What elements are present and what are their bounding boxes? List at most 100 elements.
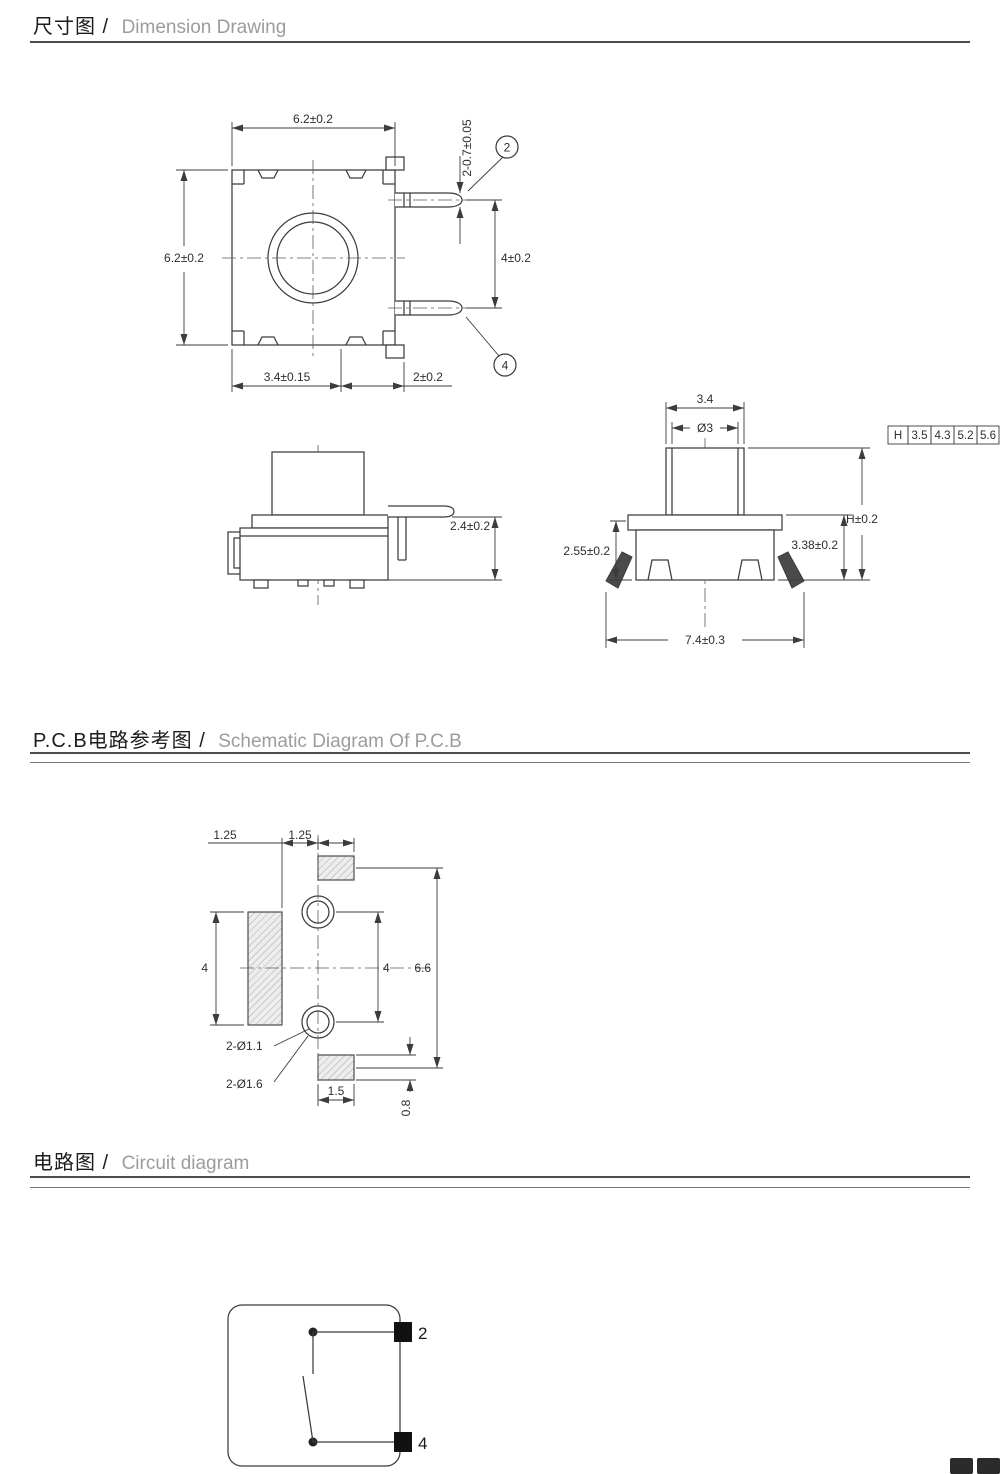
foot-right: [349, 579, 365, 589]
header-circuit-en: Circuit diagram: [121, 1153, 250, 1174]
center-lines: [222, 160, 405, 356]
section-header-dimension: 尺寸图 / Dimension Drawing: [33, 10, 286, 39]
plunger: [271, 451, 365, 516]
divider: [30, 1176, 970, 1178]
h-table: H 3.5 4.3 5.2 5.6: [887, 425, 1000, 445]
callout-4-leader: [465, 316, 500, 357]
pad-left: [247, 911, 283, 1026]
pin-4-bend-lines: [403, 301, 411, 315]
ext-lines-pad-h2: [356, 1054, 416, 1081]
side-clip: [227, 531, 240, 575]
pin-4: [395, 300, 463, 316]
pad-bottom: [317, 1054, 355, 1081]
h-table-value: 4.3: [935, 430, 951, 442]
terminal-2: [394, 1322, 412, 1342]
ext-lines-width: [231, 122, 396, 166]
dim-pin-width-label: 2-0.7±0.05: [460, 119, 474, 177]
dim-pitch-right-label: 1.25: [288, 828, 312, 842]
divider: [30, 41, 970, 43]
header-circuit-zh: 电路图 /: [33, 1152, 110, 1174]
bent-leg-edge: [397, 517, 407, 561]
pin-2: [395, 192, 463, 208]
dim-base-height-label: 2.55±0.2: [563, 544, 610, 558]
ext-lines-pad-height: [210, 911, 244, 1026]
h-table-value: 5.2: [958, 430, 974, 442]
dim-pad-height-label: 4: [201, 961, 208, 975]
dim-body-height-label: 3.38±0.2: [791, 538, 838, 552]
dim-stem-width-label: 3.4: [697, 392, 714, 406]
section-header-pcb: P.C.B电路参考图 / Schematic Diagram Of P.C.B: [33, 724, 462, 753]
divider: [30, 762, 970, 763]
dim-total-width-label: 7.4±0.3: [685, 633, 725, 647]
dim-overall-label: 6.6: [414, 961, 431, 975]
header-pcb-zh: P.C.B电路参考图 /: [33, 730, 206, 752]
section-header-circuit: 电路图 / Circuit diagram: [33, 1146, 249, 1175]
pcb-centerlines: [240, 835, 432, 1100]
foot-center-b: [323, 579, 335, 587]
side-pin: [388, 505, 455, 518]
terminal-2-label: 2: [418, 1324, 427, 1343]
hole-small-label: 2-Ø1.1: [226, 1039, 263, 1053]
switch-arm: [302, 1375, 314, 1443]
ext-lines-overall: [356, 867, 443, 1069]
top-view: 6.2±0.2 6.2±0.2 2-0.7±0.05 2 4±0.2 4 3.4…: [164, 112, 531, 392]
dim-pad-h2-label: 0.8: [399, 1099, 413, 1116]
dim-pitch-left-label: 1.25: [213, 828, 237, 842]
h-table-value: 5.6: [980, 430, 996, 442]
terminal-4: [394, 1432, 412, 1452]
callout-4-label: 4: [502, 359, 509, 373]
h-table-cell: [976, 425, 1000, 445]
hole-large-leader: [273, 1035, 309, 1083]
header-pcb-en: Schematic Diagram Of P.C.B: [218, 731, 462, 752]
cover-flange: [251, 514, 389, 529]
ext-lines-total-height: [748, 447, 870, 581]
header-dimension-en: Dimension Drawing: [121, 17, 287, 38]
divider: [30, 1187, 970, 1188]
stem: [665, 447, 745, 516]
callout-circle-4: [493, 353, 517, 377]
dim-width-label: 6.2±0.2: [293, 112, 333, 126]
logo-fragment: [950, 1458, 1000, 1474]
h-table-header: H: [894, 430, 902, 442]
callout-2-label: 2: [504, 141, 511, 155]
h-table-value: 3.5: [912, 430, 928, 442]
logo-block: [977, 1458, 1000, 1474]
dim-pad-width-label: 1.5: [328, 1084, 345, 1098]
contact-bosses: [647, 559, 763, 581]
front-view: 3.4 Ø3 H±0.2 3.38±0.2 2.55±0.2 7.4±0.3: [563, 392, 878, 648]
dim-stem-dia-label: Ø3: [697, 421, 713, 435]
dim-total-height-label: H±0.2: [846, 512, 878, 526]
dim-pitch-label: 4±0.2: [501, 251, 531, 265]
callout-2-leader: [467, 156, 504, 192]
body-edge-notches: [257, 169, 367, 346]
callout-circle-2: [495, 135, 519, 159]
circuit-diagram: 2 4: [227, 1304, 427, 1467]
front-flange: [627, 514, 783, 531]
pad-top: [317, 855, 355, 881]
side-view: 2.4±0.2: [227, 445, 502, 605]
header-dimension-zh: 尺寸图 /: [33, 16, 110, 38]
stem-inner-walls: [671, 448, 739, 515]
circuit-body-outline: [227, 1304, 401, 1467]
body-corner-steps: [232, 170, 395, 345]
dim-height-label: 6.2±0.2: [164, 251, 204, 265]
pcb-layout: 1.25 1.25 4 4 6.6 0.8 1.5 2-Ø1.1 2-Ø1.6: [201, 828, 443, 1116]
ext-lines-hole-pitch: [336, 911, 384, 1023]
base-body: [239, 527, 389, 581]
pin-2-bend-lines: [403, 193, 411, 207]
switch-body-outline: [231, 169, 396, 346]
front-base: [635, 529, 775, 581]
foot-left: [253, 579, 269, 589]
hole-large-label: 2-Ø1.6: [226, 1077, 263, 1091]
foot-center-a: [297, 579, 309, 587]
dim-hole-pitch-label: 4: [383, 961, 390, 975]
terminal-wires: [313, 1331, 394, 1443]
dim-pin-height-label: 2.4±0.2: [450, 519, 490, 533]
logo-block: [950, 1458, 973, 1474]
divider: [30, 752, 970, 754]
dim-offset-label: 3.4±0.15: [264, 370, 311, 384]
terminal-4-label: 4: [418, 1434, 427, 1453]
bent-leg-right: [777, 551, 805, 589]
